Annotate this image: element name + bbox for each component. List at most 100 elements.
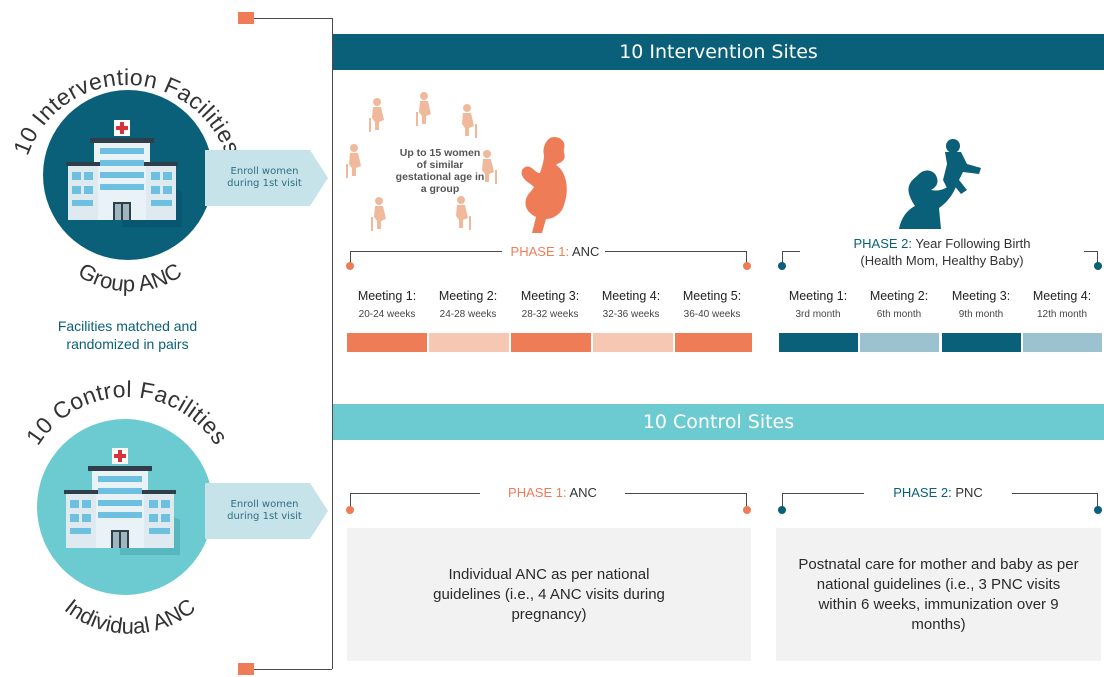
- group-note: Up to 15 women of similar gestational ag…: [395, 147, 485, 195]
- int-p2-bar-3: [942, 333, 1021, 352]
- int-phase1-label: PHASE 1: ANC: [505, 244, 605, 259]
- group-women-illustration: [346, 92, 497, 231]
- ctl-phase2-line-right: [1012, 493, 1097, 494]
- ctl-phase2-tick-right: [1097, 493, 1098, 508]
- svg-text:Individual ANC: Individual ANC: [60, 593, 199, 638]
- ctl-phase2-tick-left: [782, 493, 783, 508]
- int-p2-meeting-2: Meeting 2: 6th month: [859, 289, 939, 320]
- meeting-title: Meeting 3:: [951, 289, 1011, 303]
- ctl-phase2-dot-left: [778, 506, 786, 514]
- int-phase2-heading: PHASE 2: Year Following Birth: [800, 235, 1084, 252]
- bottom-marker: [238, 663, 254, 675]
- group-anc-text: Group ANC: [74, 258, 185, 297]
- int-phase2-subtitle: (Health Mom, Healthy Baby): [860, 253, 1024, 268]
- meeting-weeks: 12th month: [1036, 309, 1088, 320]
- int-phase2-line-right: [1084, 251, 1098, 252]
- int-phase2-prefix: PHASE 2:: [853, 236, 912, 251]
- meeting-weeks: 3rd month: [795, 309, 841, 320]
- int-phase1-dot-right: [743, 262, 751, 270]
- int-p1-bar-5: [675, 333, 752, 352]
- top-marker: [238, 12, 254, 24]
- int-p1-bar-3: [511, 333, 591, 352]
- int-phase2-line-left: [782, 251, 800, 252]
- ctl-phase1-dot-right: [743, 506, 751, 514]
- meeting-title: Meeting 2:: [438, 289, 498, 303]
- bracket-bottom-line: [254, 669, 332, 670]
- int-p2-meeting-4: Meeting 4: 12th month: [1022, 289, 1102, 320]
- ctl-phase2-dot-right: [1094, 506, 1102, 514]
- meeting-title: Meeting 1:: [788, 289, 848, 303]
- int-phase1-line-right: [605, 251, 747, 252]
- meeting-weeks: 9th month: [958, 309, 1004, 320]
- int-p1-meeting-1: Meeting 1: 20-24 weeks: [347, 289, 427, 320]
- control-banner: 10 Control Sites: [333, 404, 1104, 440]
- intervention-enroll-label: Enroll women during 1st visit: [227, 166, 302, 189]
- mother-baby-icon: [899, 139, 981, 229]
- control-bottom-label: Individual ANC: [60, 593, 199, 638]
- meeting-weeks: 24-28 weeks: [439, 309, 497, 320]
- hospital-icon: [66, 120, 182, 227]
- int-p1-bar-1: [347, 333, 427, 352]
- ctl-phase2-label: PHASE 2: PNC: [868, 485, 1008, 500]
- seated-woman-icon: [371, 197, 386, 231]
- int-phase1-tick-left: [350, 251, 351, 265]
- int-p1-bar-4: [593, 333, 673, 352]
- meeting-title: Meeting 2:: [869, 289, 929, 303]
- int-phase2-tick-left: [782, 251, 783, 265]
- control-enroll-label: Enroll women during 1st visit: [227, 499, 302, 522]
- pregnant-woman-icon: [521, 137, 567, 233]
- int-phase1-line-left: [350, 251, 502, 252]
- int-phase2-tick-right: [1097, 251, 1098, 265]
- int-phase2-dot-left: [778, 262, 786, 270]
- svg-text:Group ANC: Group ANC: [74, 258, 185, 297]
- ctl-phase2-description: Postnatal care for mother and baby as pe…: [776, 528, 1101, 661]
- int-phase2-label: PHASE 2: Year Following Birth (Health Mo…: [800, 235, 1084, 269]
- int-p2-meeting-3: Meeting 3: 9th month: [941, 289, 1021, 320]
- ctl-phase2-name: PNC: [955, 485, 983, 500]
- int-p2-bar-4: [1023, 333, 1102, 352]
- int-p1-meeting-4: Meeting 4: 32-36 weeks: [591, 289, 671, 320]
- meeting-title: Meeting 3:: [520, 289, 580, 303]
- meeting-title: Meeting 1:: [357, 289, 417, 303]
- seated-woman-icon: [346, 144, 361, 178]
- bracket-vertical-line: [332, 18, 333, 669]
- int-phase1-name: ANC: [571, 244, 600, 259]
- meeting-title: Meeting 5:: [682, 289, 742, 303]
- int-p1-meeting-5: Meeting 5: 36-40 weeks: [672, 289, 752, 320]
- ctl-phase1-tick-left: [350, 493, 351, 508]
- meeting-weeks: 32-36 weeks: [602, 309, 660, 320]
- ctl-phase1-tick-right: [746, 493, 747, 508]
- meeting-weeks: 6th month: [876, 309, 922, 320]
- ctl-phase1-name: ANC: [569, 485, 597, 500]
- int-phase1-prefix: PHASE 1:: [510, 244, 570, 259]
- control-enroll-arrow: [205, 483, 328, 539]
- ctl-phase1-dot-left: [346, 506, 354, 514]
- ctl-phase1-label: PHASE 1: ANC: [485, 485, 620, 500]
- meeting-weeks: 20-24 weeks: [358, 309, 416, 320]
- meeting-weeks: 36-40 weeks: [683, 309, 741, 320]
- int-p1-meeting-3: Meeting 3: 28-32 weeks: [510, 289, 590, 320]
- individual-anc-text: Individual ANC: [60, 593, 199, 638]
- seated-woman-icon: [369, 98, 384, 132]
- seated-woman-icon: [456, 196, 471, 230]
- int-p1-bar-2: [429, 333, 509, 352]
- meeting-title: Meeting 4:: [601, 289, 661, 303]
- ctl-phase1-prefix: PHASE 1:: [508, 485, 567, 500]
- ctl-phase1-description: Individual ANC as per national guideline…: [347, 528, 751, 661]
- seated-woman-icon: [482, 150, 497, 184]
- int-phase1-dot-left: [346, 262, 354, 270]
- matched-note: Facilities matched and randomized in pai…: [57, 318, 198, 352]
- seated-woman-icon: [462, 104, 477, 138]
- meeting-weeks: 28-32 weeks: [521, 309, 579, 320]
- ctl-phase1-line-right: [625, 493, 747, 494]
- ctl-phase1-line-left: [350, 493, 480, 494]
- int-p2-meeting-1: Meeting 1: 3rd month: [778, 289, 858, 320]
- ctl-phase2-line-left: [782, 493, 864, 494]
- int-p2-bar-2: [860, 333, 939, 352]
- intervention-bottom-label: Group ANC: [74, 258, 185, 297]
- intervention-enroll-arrow: [205, 150, 328, 206]
- ctl-phase2-prefix: PHASE 2:: [893, 485, 952, 500]
- bracket-top-line: [254, 18, 332, 19]
- int-p2-bar-1: [779, 333, 858, 352]
- seated-woman-icon: [416, 92, 431, 126]
